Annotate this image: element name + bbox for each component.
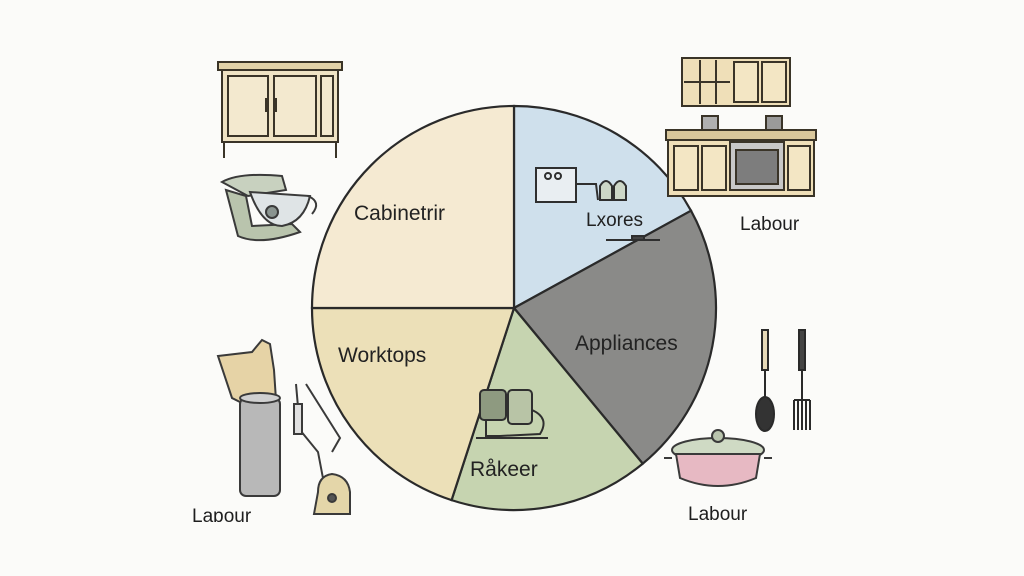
paper-towel-icon xyxy=(216,338,281,497)
pie-slice-1 xyxy=(310,104,516,310)
labour-label-bottom-right: Labour xyxy=(688,504,748,525)
pie-chart xyxy=(310,104,718,512)
segment-label-rakeer: Råkeer xyxy=(470,458,538,481)
pie-slice-3 xyxy=(512,209,718,466)
stand-mixer-icon xyxy=(219,173,318,242)
labour-label-top-right: Labour xyxy=(740,214,800,235)
segment-label-appliances: Appliances xyxy=(575,332,678,355)
drill-icon xyxy=(293,383,342,495)
segment-label-worktops: Worktops xyxy=(338,344,426,367)
coffee-machine-icon xyxy=(476,389,548,439)
kitchen-units-icon xyxy=(665,57,817,197)
cabinet-icon xyxy=(217,61,343,158)
pie-slice-4 xyxy=(450,305,645,512)
utensils-icon xyxy=(755,329,811,432)
segment-label-lxores: Lxores xyxy=(586,210,643,231)
segment-label-cabinetrir: Cabinetrir xyxy=(354,202,445,225)
pie-slice-5 xyxy=(310,306,516,502)
labour-label-bottom-left: Laɒour xyxy=(192,506,252,527)
cooking-pot-icon xyxy=(664,429,772,487)
kettle-icon xyxy=(312,472,351,515)
faucet-icon xyxy=(535,167,660,241)
